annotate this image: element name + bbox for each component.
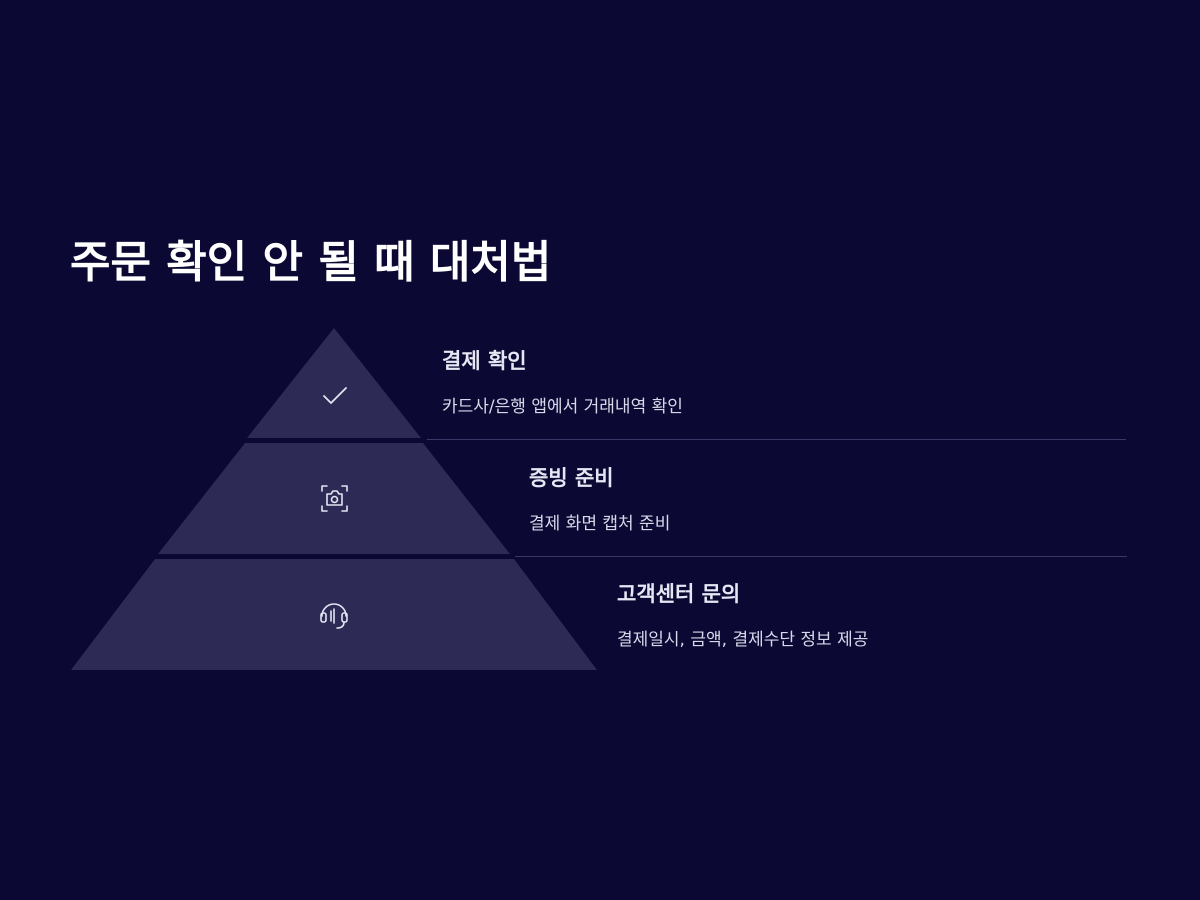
- level-description: 결제일시, 금액, 결제수단 정보 제공: [617, 630, 869, 650]
- level-heading: 증빙 준비: [529, 466, 614, 490]
- level-item: 증빙 준비 결제 화면 캡처 준비: [529, 462, 670, 534]
- pyramid-tier-top: [247, 328, 421, 438]
- level-heading: 결제 확인: [442, 349, 527, 373]
- camera-icon: [321, 485, 348, 512]
- pyramid-tier-middle: [158, 443, 510, 554]
- divider: [515, 556, 1127, 557]
- level-heading: 고객센터 문의: [617, 582, 741, 606]
- headset-icon: [320, 603, 348, 629]
- level-description: 결제 화면 캡처 준비: [529, 514, 671, 534]
- check-icon: [323, 387, 347, 404]
- level-item: 고객센터 문의 결제일시, 금액, 결제수단 정보 제공: [617, 578, 868, 650]
- level-item: 결제 확인 카드사/은행 앱에서 거래내역 확인: [442, 345, 683, 417]
- page-title: 주문 확인 안 될 때 대처법: [70, 237, 552, 288]
- level-description: 카드사/은행 앱에서 거래내역 확인: [442, 397, 683, 417]
- divider: [427, 439, 1126, 440]
